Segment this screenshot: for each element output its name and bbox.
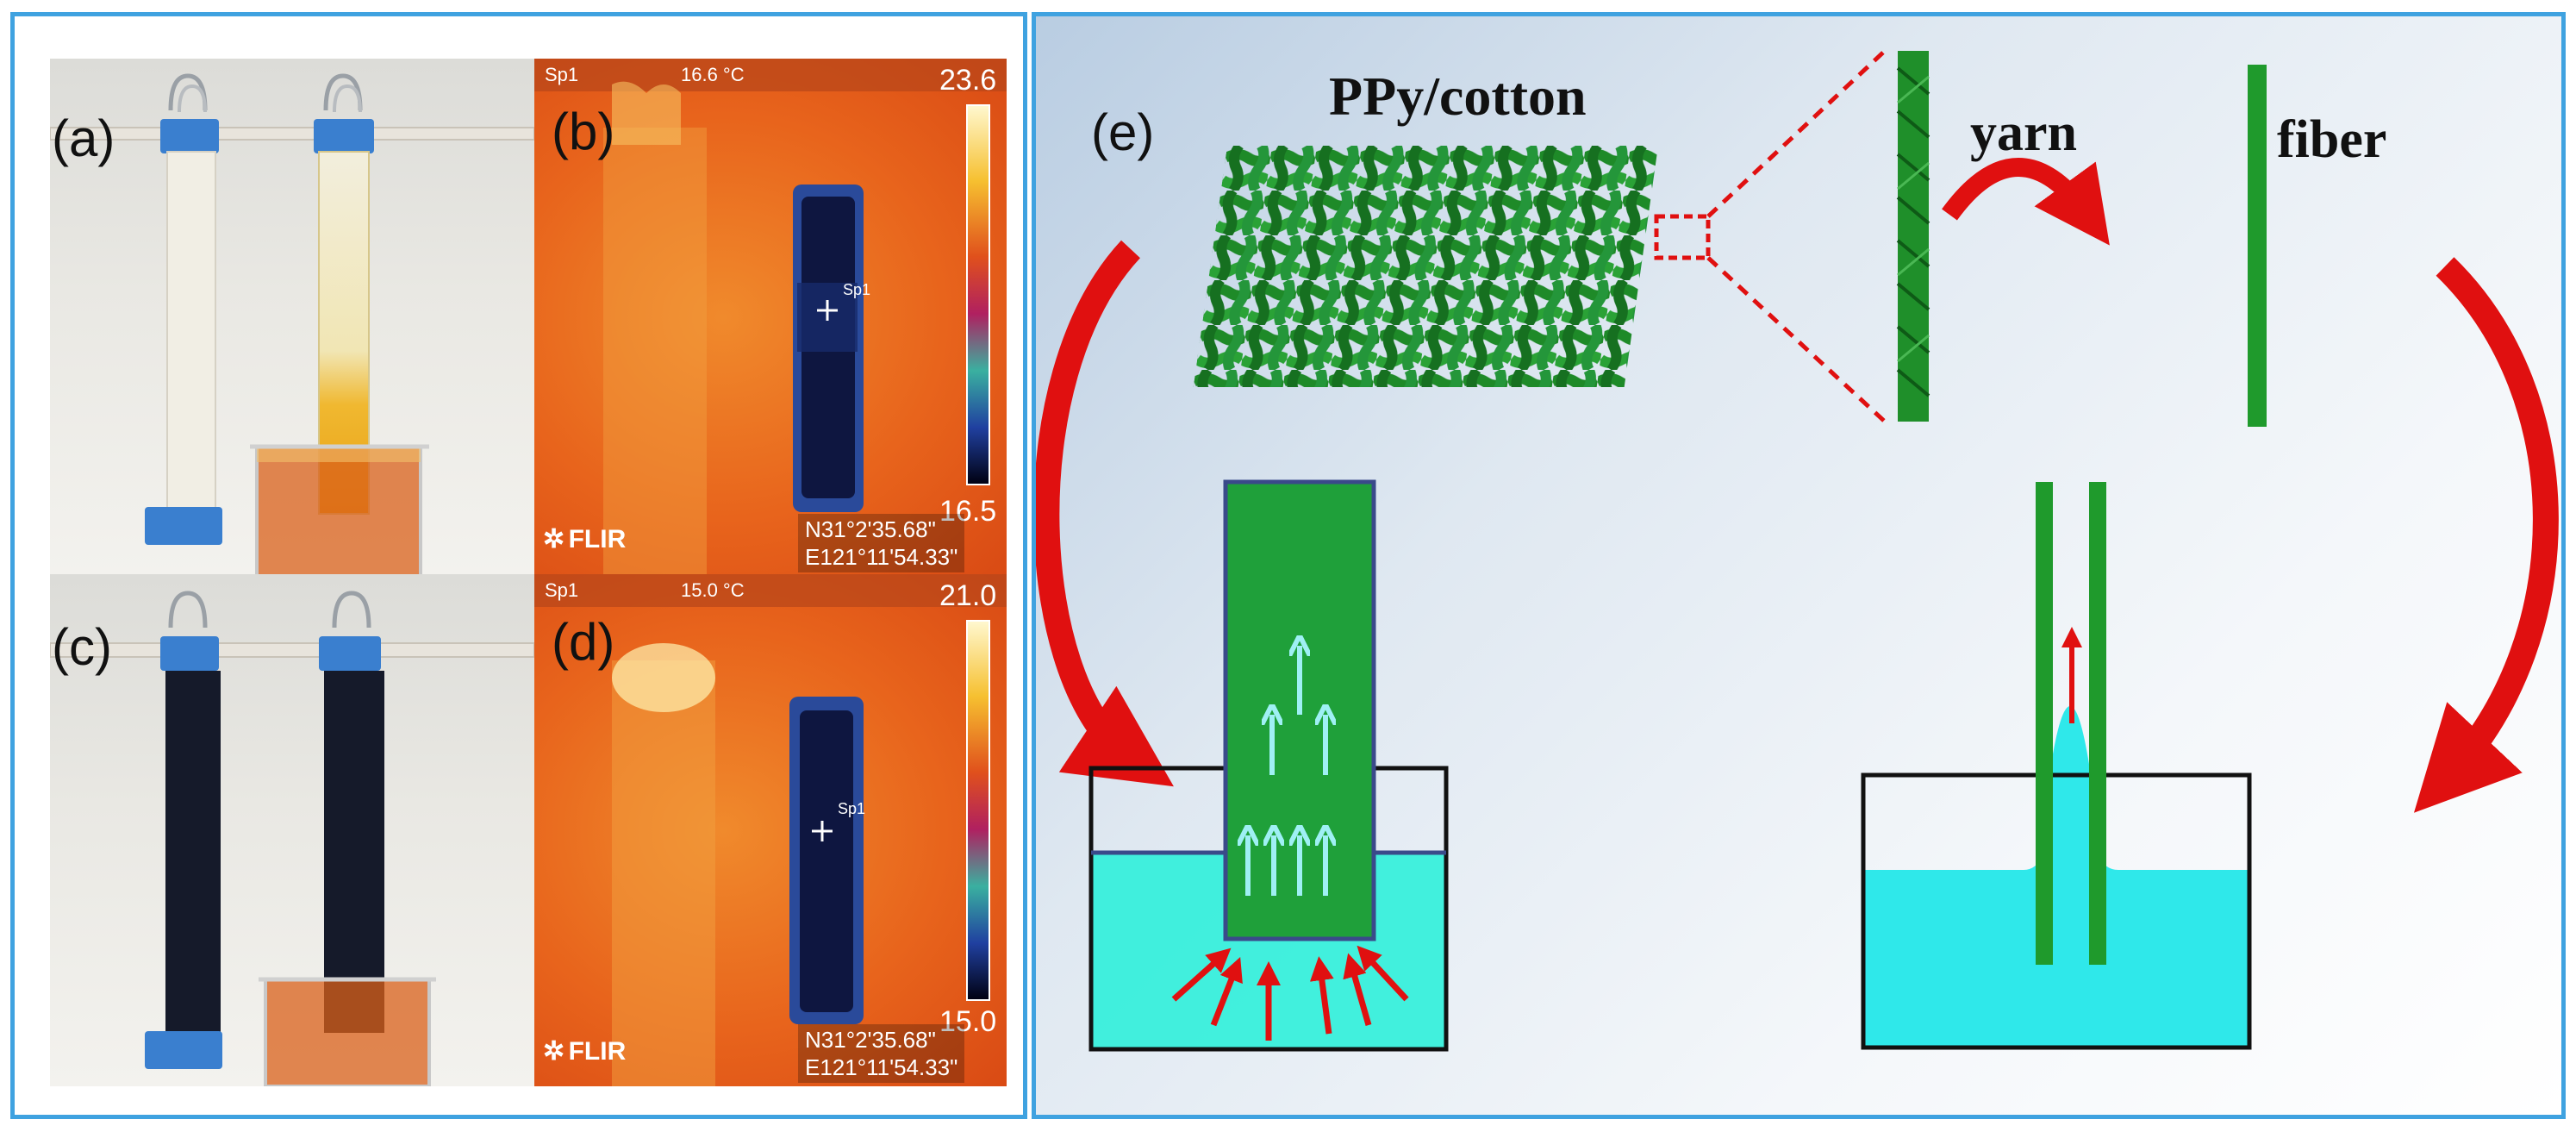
spot-temp-b: 16.6 °C — [681, 64, 745, 85]
photo-panel-a: (a) — [50, 59, 534, 576]
photo-a-scene — [50, 73, 534, 576]
schematic-drawing — [1036, 49, 2559, 1052]
fabric-wicking-beaker — [1088, 479, 1449, 1052]
spot-label-b: Sp1 — [545, 64, 579, 85]
thermal-panel-d: Sp1 15.0 °C 21.0 15.0 Sp1 (d) ✲ FLIR N31… — [534, 574, 1007, 1086]
binder-clip-icon — [314, 73, 374, 153]
scale-min-d: 15.0 — [939, 1005, 997, 1038]
crosshair-icon — [817, 300, 838, 321]
panel-label-b: (b) — [552, 103, 615, 160]
crosshair-icon — [812, 821, 833, 841]
spot-marker-b: Sp1 — [843, 281, 871, 298]
panel-label-e: (e) — [1091, 103, 1155, 161]
scale-min-b: 16.5 — [939, 495, 997, 528]
flir-logo-icon: ✲ — [543, 1037, 565, 1066]
fiber-label: fiber — [2277, 110, 2387, 169]
photo-c-scene — [50, 591, 534, 1086]
yarn-label: yarn — [1970, 103, 2077, 162]
spot-temp-d: 15.0 °C — [681, 579, 745, 601]
curved-arrow-icon — [1942, 158, 2110, 246]
flir-brand-b: FLIR — [568, 525, 627, 553]
photo-panel-c: (c) — [50, 574, 534, 1086]
flir-logo: ✲ FLIR — [543, 524, 626, 554]
scale-max-d: 21.0 — [939, 579, 997, 612]
binder-clip-icon — [160, 591, 219, 671]
gps-lat-b: N31°2'35.68" — [805, 516, 936, 542]
up-arrow-icon — [1248, 646, 1325, 896]
curved-arrow-icon — [1036, 240, 1174, 787]
single-fiber — [2248, 65, 2267, 427]
gps-lat-d: N31°2'35.68" — [805, 1027, 936, 1053]
gps-readout-b: N31°2'35.68" E121°11'54.33" — [798, 514, 965, 572]
binder-clip-icon — [160, 73, 219, 153]
inflow-arrows — [1171, 945, 1409, 1041]
thermal-panel-b: Sp1 16.6 °C 23.6 16.5 Sp1 (b) ✲ FLIR N31… — [534, 59, 1007, 576]
panel-label-d: (d) — [552, 613, 615, 671]
panel-label-a: (a) — [52, 109, 115, 167]
fabric-title: PPy/cotton — [1329, 66, 1587, 127]
flir-brand-d: FLIR — [568, 1037, 627, 1066]
woven-fabric — [1193, 146, 1658, 387]
thermal-b-image — [534, 59, 1007, 576]
thermal-d-image — [534, 574, 1007, 1086]
binder-clip-icon — [319, 591, 381, 671]
curved-arrow-icon — [2414, 257, 2559, 813]
flir-logo: ✲ FLIR — [543, 1036, 626, 1066]
gps-lon-b: E121°11'54.33" — [805, 544, 958, 570]
spot-marker-d: Sp1 — [838, 800, 866, 817]
spot-label-d: Sp1 — [545, 579, 579, 601]
panel-label-c: (c) — [52, 618, 112, 676]
schematic-panel-e: (e) PPy/cotton yarn fiber — [1032, 12, 2566, 1119]
gps-lon-d: E121°11'54.33" — [805, 1054, 958, 1080]
scale-max-b: 23.6 — [939, 64, 997, 97]
yarn-strand — [1896, 51, 1930, 422]
gps-readout-d: N31°2'35.68" E121°11'54.33" — [798, 1024, 965, 1083]
fiber-capillary-beaker — [1861, 482, 2252, 1050]
flir-logo-icon: ✲ — [543, 525, 565, 553]
